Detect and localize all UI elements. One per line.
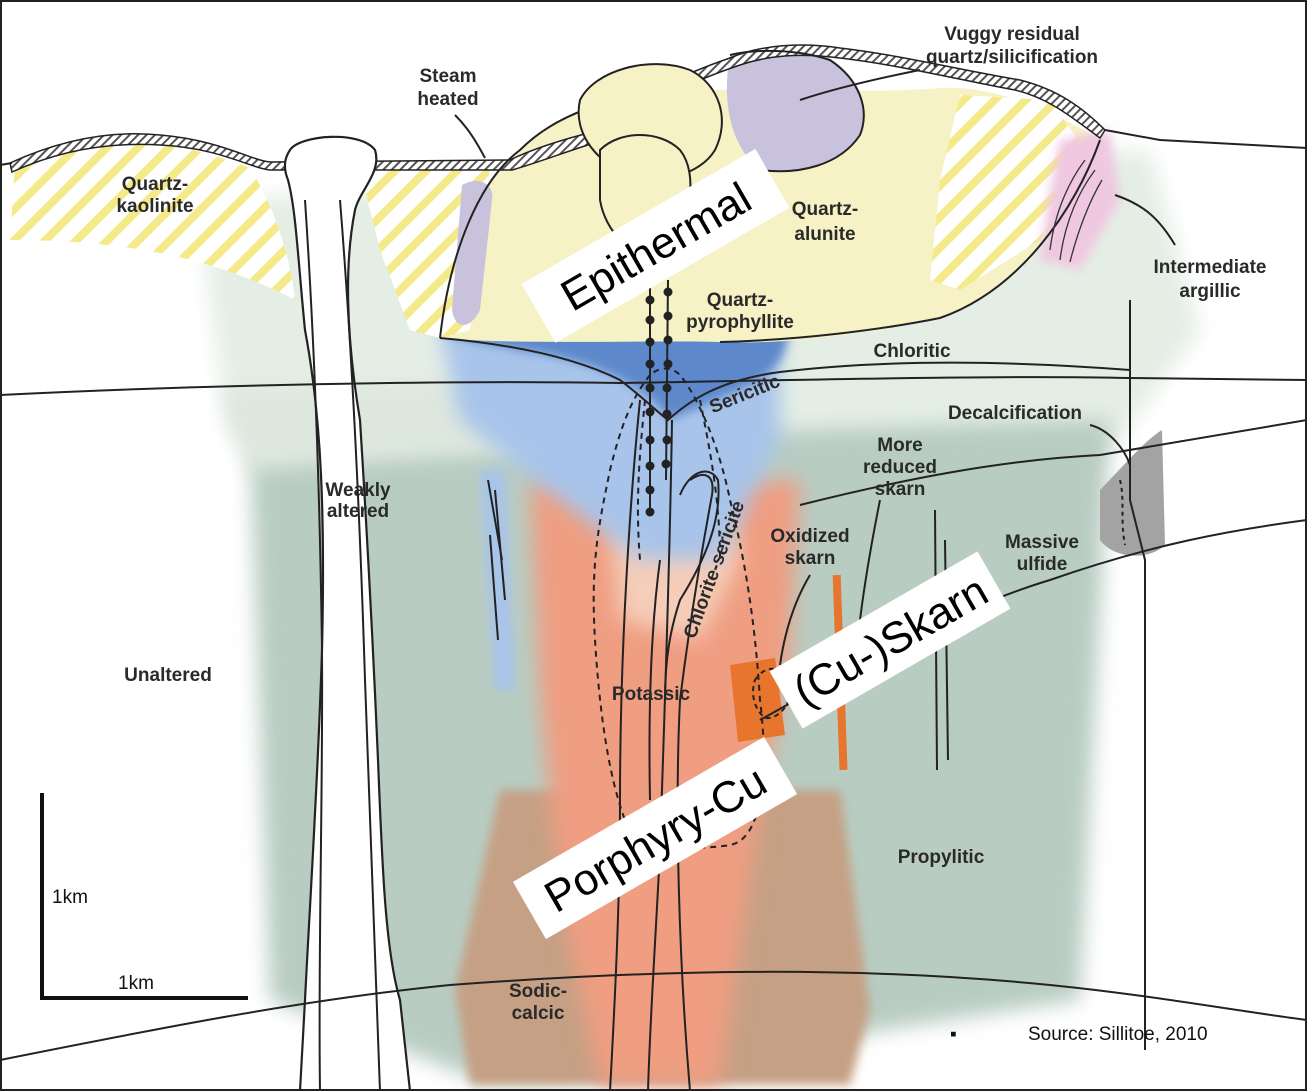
label-propylitic: Propylitic [898, 847, 985, 868]
source-text: Source: Sillitoe, 2010 [1028, 1024, 1208, 1045]
label-qk-2: kaolinite [116, 196, 193, 217]
label-morered-2: reduced [863, 457, 937, 478]
label-massive-2: ulfide [1017, 554, 1068, 575]
label-unaltered: Unaltered [124, 665, 212, 686]
source-bullet: ▪ [950, 1024, 957, 1045]
label-qp-2: pyrophyllite [686, 312, 794, 333]
scale-bar: 1km 1km [40, 793, 248, 1000]
label-sodic-2: calcic [512, 1003, 565, 1024]
label-intarg-2: argillic [1179, 281, 1241, 302]
label-weak-1: Weakly [325, 480, 391, 501]
scale-horizontal-label: 1km [118, 973, 154, 994]
label-steam-1: Steam [419, 66, 476, 87]
source-note: ▪ Source: Sillitoe, 2010 [950, 1024, 1208, 1045]
label-qa-1: Quartz- [792, 199, 859, 220]
label-vuggy-2: quartz/silicification [926, 47, 1098, 68]
label-oxi-1: Oxidized [770, 526, 849, 547]
label-sodic-1: Sodic- [509, 981, 567, 1002]
label-morered-3: skarn [875, 479, 926, 500]
label-weak-2: altered [327, 501, 389, 522]
label-massive-1: Massive [1005, 532, 1079, 553]
label-qa-2: alunite [794, 224, 855, 245]
label-qp-1: Quartz- [707, 290, 774, 311]
label-qk-1: Quartz- [122, 174, 189, 195]
label-decal: Decalcification [948, 403, 1082, 424]
label-steam-2: heated [417, 89, 478, 110]
label-oxi-2: skarn [785, 548, 836, 569]
label-intarg-1: Intermediate [1154, 257, 1267, 278]
label-potassic: Potassic [612, 684, 691, 705]
label-vuggy-1: Vuggy residual [944, 24, 1080, 45]
scale-vertical-label: 1km [52, 887, 88, 908]
label-chloritic: Chloritic [873, 341, 950, 362]
label-morered-1: More [877, 435, 922, 456]
steam-leader [455, 115, 485, 158]
